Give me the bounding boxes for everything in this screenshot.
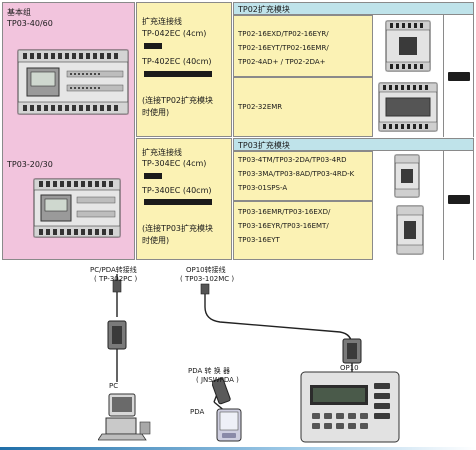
- pc-db9-connector-icon: [107, 320, 127, 350]
- pc-cable-label-1: PC/PDA转接线: [90, 266, 137, 274]
- base-unit-model-b: TP03-20/30: [7, 160, 53, 169]
- tp02-32emr-module-image: [378, 82, 438, 132]
- op10-cable-label-2: ( TP03-102MC ): [180, 275, 235, 283]
- op10-cable-label-1: OP10转接线: [186, 266, 226, 274]
- base-units-panel: 基本组 TP03-40/60 TP03-20/30: [2, 2, 135, 260]
- tp02-cable-panel: 扩充连接线 TP-042EC (4cm) TP-402EC (40cm) (连接…: [136, 2, 232, 137]
- tp02-module-group-1-line-2: TP02-16EYT/TP02-16EMR/: [238, 44, 329, 52]
- tp02-connector-icon: [448, 72, 470, 81]
- tp03-module-group-2-line-3: TP03-16EYT: [238, 236, 280, 244]
- tp03-modules-header: TP03扩充模块: [233, 138, 474, 151]
- tp02-cable-note-2: 时使用): [142, 108, 170, 117]
- op10-db9-connector-icon: [342, 338, 362, 364]
- base-units-divider: [3, 137, 134, 138]
- tp02-long-cable-icon: [144, 71, 212, 77]
- tp03-cable-heading: 扩充连接线: [142, 148, 182, 157]
- op10-panel-icon: [300, 371, 400, 443]
- tp03-cable-note-1: (连接TP03扩充模块: [142, 224, 214, 233]
- tp03-right-cell: [444, 151, 474, 260]
- tp02-module-group-2-line-1: TP02-32EMR: [238, 103, 283, 111]
- tp03-long-cable-icon: [144, 199, 212, 205]
- op10-label: OP10: [340, 364, 359, 372]
- tp02-modules-title: TP02扩充模块: [238, 5, 290, 14]
- tp03-cable-panel: 扩充连接线 TP-304EC (4cm) TP-340EC (40cm) (连接…: [136, 138, 232, 260]
- plc-tp03-20-30-image: [33, 178, 121, 238]
- tp03-connector-icon: [448, 195, 470, 204]
- tp03-module-group-1-line-2: TP03-3MA/TP03-8AD/TP03-4RD-K: [238, 170, 355, 178]
- tp03-modules-title: TP03扩充模块: [238, 141, 290, 150]
- tp03-cable-note-2: 时使用): [142, 236, 170, 245]
- tp02-cable-heading: 扩充连接线: [142, 17, 182, 26]
- pda-adapter-icon: [212, 377, 231, 405]
- tp03-module-group-1-line-1: TP03-4TM/TP03-2DA/TP03-4RD: [238, 156, 347, 164]
- pda-adapter-label-2: ( JNSWPDA ): [196, 376, 239, 384]
- tp02-modules-header: TP02扩充模块: [233, 2, 474, 15]
- plc-tp03-40-60-image: [17, 49, 129, 115]
- base-unit-model-a: TP03-40/60: [7, 19, 53, 28]
- base-units-header: 基本组: [7, 8, 31, 17]
- tp03-cable-1-label: TP-304EC (4cm): [142, 159, 207, 168]
- tp02-cable-2-label: TP-402EC (40cm): [142, 57, 212, 66]
- tp03-16-module-image: [396, 205, 424, 255]
- tp03-module-group-2-line-1: TP03-16EMR/TP03-16EXD/: [238, 208, 331, 216]
- pc-cable-label-2: ( TP-302PC ): [94, 275, 138, 283]
- pc-label: PC: [109, 382, 119, 390]
- pc-computer-icon: [98, 393, 151, 441]
- tp02-short-cable-icon: [144, 43, 162, 49]
- pda-label: PDA: [190, 408, 205, 416]
- tp03-analog-module-image: [394, 154, 420, 198]
- pda-device-icon: [216, 408, 242, 442]
- tp03-cable-2-label: TP-340EC (40cm): [142, 186, 212, 195]
- tp02-module-group-1-line-1: TP02-16EXD/TP02-16EYR/: [238, 30, 329, 38]
- tp03-module-group-2-line-2: TP03-16EYR/TP03-16EMT/: [238, 222, 329, 230]
- expansion-table: 基本组 TP03-40/60 TP03-20/30: [2, 2, 474, 260]
- footer-accent-bar: [0, 447, 476, 450]
- tp03-module-group-1-line-3: TP03-01SPS-A: [238, 184, 288, 192]
- tp02-cable-note-1: (连接TP02扩充模块: [142, 96, 214, 105]
- tp02-16-module-image: [385, 20, 431, 72]
- tp02-module-group-1-line-3: TP02-4AD+ / TP02-2DA+: [238, 58, 326, 66]
- tp03-short-cable-icon: [144, 173, 162, 179]
- tp02-cable-1-label: TP-042EC (4cm): [142, 29, 207, 38]
- pda-adapter-label-1: PDA 转 换 器: [188, 367, 230, 375]
